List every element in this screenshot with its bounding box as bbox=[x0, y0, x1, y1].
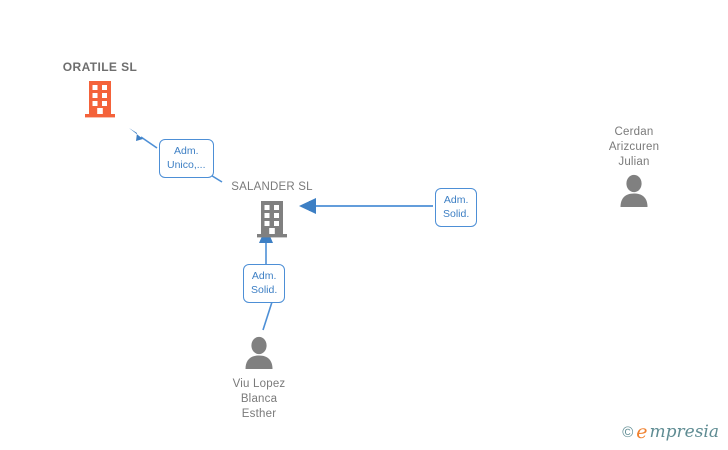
edge-label-salander-to-oratile[interactable]: Adm. Unico,... bbox=[159, 139, 214, 178]
node-oratile-sl-label: ORATILE SL bbox=[62, 60, 138, 74]
brand-name: mpresia bbox=[649, 422, 720, 442]
person-icon bbox=[241, 336, 277, 375]
node-viu-lopez-blanca-esther[interactable]: Viu Lopez Blanca Esther bbox=[199, 336, 319, 422]
edge-label-cerdan-to-salander[interactable]: Adm. Solid. bbox=[435, 188, 478, 227]
brand-initial: e bbox=[636, 421, 648, 443]
copyright-icon: © bbox=[622, 424, 634, 441]
node-cerdan-arizcuren-julian-label: Cerdan Arizcuren Julian bbox=[608, 126, 660, 168]
node-cerdan-arizcuren-julian[interactable]: Cerdan Arizcuren Julian bbox=[574, 125, 694, 213]
node-oratile-sl[interactable]: ORATILE SL bbox=[40, 60, 160, 124]
node-salander-sl-label: SALANDER SL bbox=[231, 181, 313, 193]
empresia-watermark: © e mpresia bbox=[622, 423, 719, 442]
edge-label-viu-to-salander[interactable]: Adm. Solid. bbox=[243, 264, 286, 303]
building-icon bbox=[83, 79, 117, 124]
node-viu-lopez-blanca-esther-label: Viu Lopez Blanca Esther bbox=[232, 378, 286, 420]
node-salander-sl[interactable]: SALANDER SL bbox=[212, 180, 332, 244]
building-icon bbox=[255, 199, 289, 244]
person-icon bbox=[616, 174, 652, 213]
